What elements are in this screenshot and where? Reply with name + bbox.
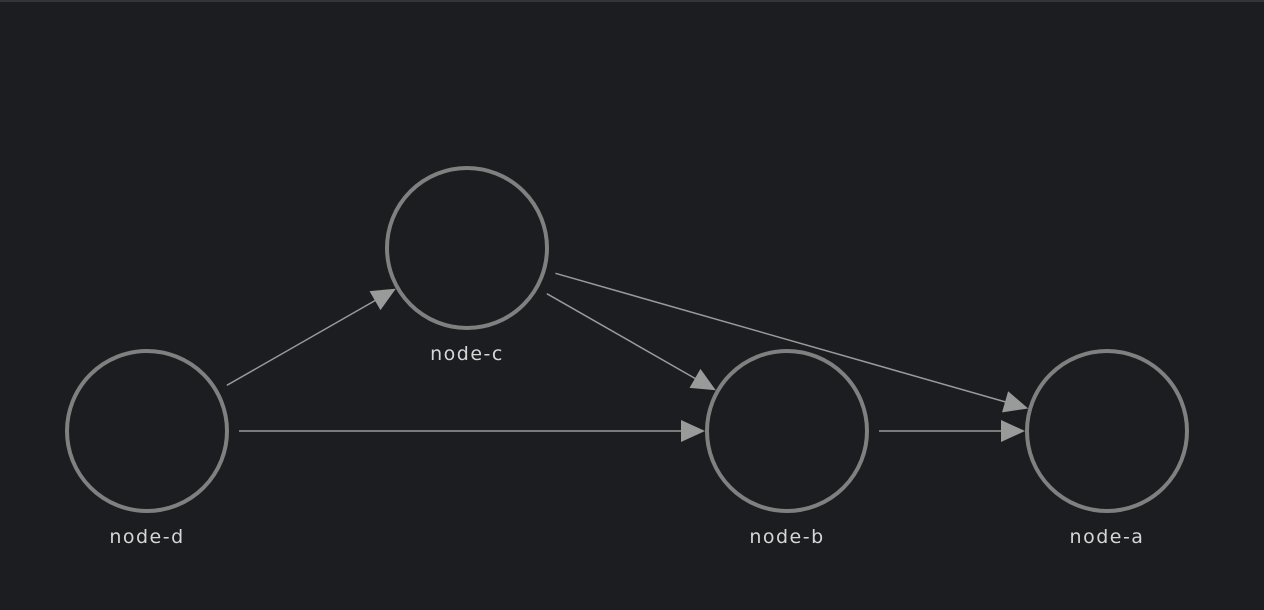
arrowhead-icon — [369, 288, 396, 311]
edge-line — [546, 293, 698, 381]
node-circle[interactable] — [65, 349, 229, 513]
node-label: node-a — [1070, 526, 1145, 548]
arrowhead-icon — [1001, 420, 1025, 442]
top-border — [0, 0, 1264, 2]
edges-layer — [226, 272, 1029, 442]
node-label: node-b — [749, 526, 824, 548]
nodes-layer: node-d node-c node-b node-a — [65, 166, 1189, 548]
graph-node-node-b[interactable]: node-b — [705, 349, 869, 548]
graph-node-node-c[interactable]: node-c — [385, 166, 549, 365]
node-circle[interactable] — [705, 349, 869, 513]
edge-node-b-to-node-a — [879, 420, 1025, 442]
edge-node-d-to-node-b — [239, 420, 705, 442]
edge-node-c-to-node-a — [555, 272, 1029, 413]
arrowhead-icon — [689, 368, 716, 391]
node-circle[interactable] — [385, 166, 549, 330]
arrowhead-icon — [1002, 391, 1029, 413]
edge-node-c-to-node-b — [546, 293, 716, 391]
arrowhead-icon — [681, 420, 705, 442]
edge-node-d-to-node-c — [226, 288, 396, 386]
edge-line — [226, 298, 378, 386]
node-label: node-c — [430, 343, 504, 365]
edge-line — [555, 272, 1008, 404]
graph-node-node-a[interactable]: node-a — [1025, 349, 1189, 548]
graph-node-node-d[interactable]: node-d — [65, 349, 229, 548]
node-circle[interactable] — [1025, 349, 1189, 513]
node-label: node-d — [109, 526, 184, 548]
